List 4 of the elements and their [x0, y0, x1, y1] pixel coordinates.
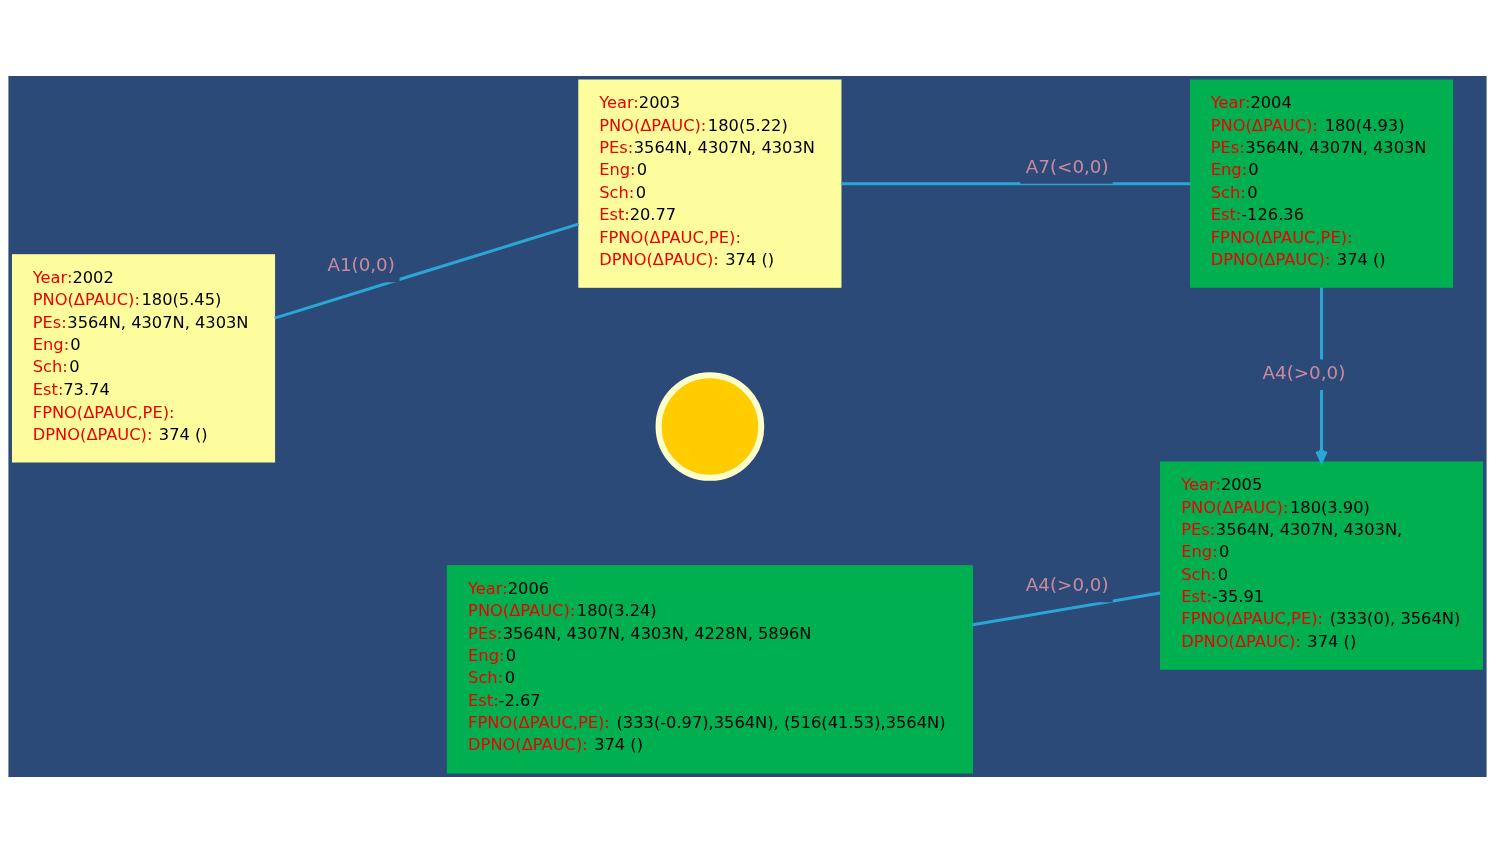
- edge-label: A1(0,0): [327, 254, 395, 276]
- edge-label: A4(>0,0): [1025, 574, 1109, 596]
- edge-label: A4(>0,0): [1262, 362, 1346, 384]
- edge-label: A7(<0,0): [1025, 155, 1109, 177]
